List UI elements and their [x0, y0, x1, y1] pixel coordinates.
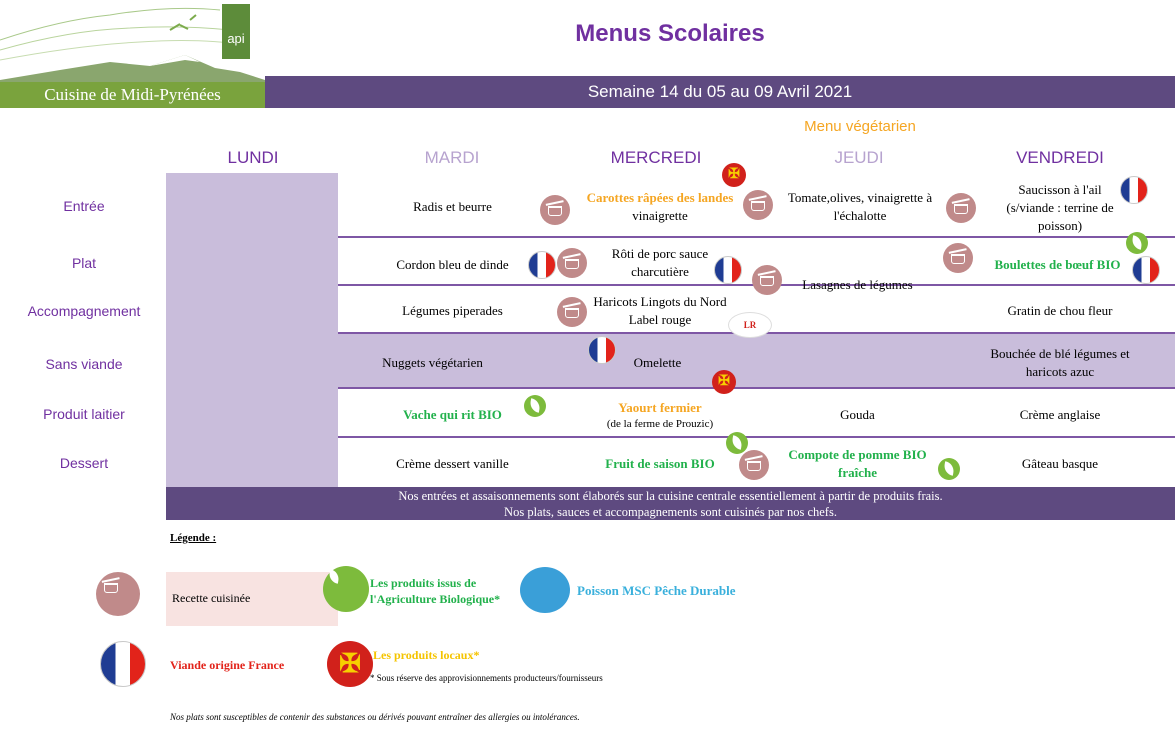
- day-jeudi: JEUDI: [834, 148, 884, 167]
- france-flag-icon: [1132, 256, 1160, 284]
- france-flag-icon: [1120, 176, 1148, 204]
- row-label-produit-laitier: Produit laitier: [43, 406, 125, 422]
- legend-locaux-label: Les produits locaux*: [373, 648, 480, 662]
- day-mercredi: MERCREDI: [610, 148, 702, 167]
- legend-title: Légende :: [170, 532, 217, 544]
- row-label-entree: Entrée: [63, 198, 105, 214]
- occitan-cross-icon: ✠: [712, 370, 736, 394]
- cooked-recipe-icon: [557, 297, 587, 327]
- mercredi-entree-title: Carottes râpées des landes: [586, 190, 734, 205]
- mardi-sans-viande: Nuggets végétarien: [382, 355, 483, 370]
- row-label-accompagnement: Accompagnement: [27, 303, 141, 319]
- jeudi-entree: Tomate,olives, vinaigrette à l'échalotte: [787, 190, 933, 223]
- page-title: Menus Scolaires: [575, 20, 765, 47]
- vendredi-dessert: Gâteau basque: [1021, 456, 1099, 471]
- mercredi-dessert: Fruit de saison BIO: [605, 456, 715, 471]
- mardi-entree: Radis et beurre: [413, 199, 492, 214]
- occitan-cross-icon: ✠: [722, 163, 746, 187]
- sans-viande-row-fill: [338, 334, 1175, 388]
- cooked-recipe-icon: [752, 265, 782, 295]
- vegetarian-note: Menu végétarien: [804, 118, 916, 135]
- occitan-cross-icon: ✠: [327, 641, 373, 687]
- organic-leaf-icon: [938, 458, 960, 480]
- jeudi-plat: Lasagnes de légumes: [802, 277, 913, 292]
- cooked-recipe-icon: [540, 195, 570, 225]
- legend-bio-label: Les produits issus de l'Agriculture Biol…: [370, 576, 501, 606]
- organic-leaf-icon: [323, 566, 369, 612]
- mercredi-sans-viande: Omelette: [633, 355, 682, 370]
- legend-msc-label: Poisson MSC Pêche Durable: [577, 583, 736, 598]
- vendredi-laitier: Crème anglaise: [1019, 407, 1101, 422]
- mercredi-laitier: Yaourt fermier (de la ferme de Prouzic): [570, 397, 750, 433]
- week-label: Semaine 14 du 05 au 09 Avril 2021: [587, 82, 853, 101]
- mercredi-laitier-title: Yaourt fermier: [618, 400, 702, 415]
- france-flag-icon: [588, 336, 616, 364]
- allergy-note: Nos plats sont susceptibles de contenir …: [170, 712, 580, 722]
- organic-leaf-icon: [524, 395, 546, 417]
- france-flag-icon: [528, 251, 556, 279]
- lundi-column-fill: [166, 173, 338, 487]
- legend-recette-box: [166, 572, 338, 626]
- info-banner: Nos entrées et assaisonnements sont élab…: [166, 487, 1175, 520]
- row-label-dessert: Dessert: [59, 455, 109, 471]
- logo-badge: api: [222, 4, 250, 59]
- info-banner-line1: Nos entrées et assaisonnements sont élab…: [398, 489, 943, 503]
- vendredi-accomp: Gratin de chou fleur: [1007, 303, 1113, 318]
- mercredi-accomp: Haricots Lingots du Nord Label rouge: [593, 294, 727, 327]
- row-label-sans-viande: Sans viande: [45, 356, 123, 372]
- mercredi-plat: Rôti de porc sauce charcutière: [611, 246, 709, 279]
- legend-reserve-note: * Sous réserve des approvisionnements pr…: [370, 673, 603, 683]
- day-vendredi: VENDREDI: [1016, 148, 1104, 167]
- cooked-recipe-icon: [557, 248, 587, 278]
- cooked-recipe-icon: [943, 243, 973, 273]
- france-flag-icon: [100, 641, 146, 687]
- info-banner-line2: Nos plats, sauces et accompagnements son…: [504, 505, 837, 519]
- mercredi-entree-sub: vinaigrette: [632, 208, 688, 223]
- organic-leaf-icon: [726, 432, 748, 454]
- cooked-recipe-icon: [946, 193, 976, 223]
- week-banner: Semaine 14 du 05 au 09 Avril 2021: [265, 76, 1175, 108]
- day-mardi: MARDI: [424, 148, 480, 167]
- day-lundi: LUNDI: [227, 148, 279, 167]
- logo: api Cuisine de Midi-Pyrénées: [0, 0, 265, 108]
- row-divider: [338, 436, 1175, 438]
- jeudi-dessert: Compote de pomme BIO fraîche: [788, 447, 927, 480]
- mardi-plat: Cordon bleu de dinde: [396, 257, 509, 272]
- msc-fish-icon: [520, 567, 570, 613]
- row-divider: [338, 387, 1175, 389]
- vendredi-sans-viande: Bouchée de blé légumes et haricots azuc: [990, 346, 1130, 379]
- cooked-recipe-icon: [739, 450, 769, 480]
- row-divider: [338, 236, 1175, 238]
- legend-recette-label: Recette cuisinée: [172, 591, 251, 605]
- vendredi-plat: Boulettes de bœuf BIO: [994, 257, 1121, 272]
- cooked-recipe-icon: [743, 190, 773, 220]
- cooked-recipe-icon: [96, 572, 140, 616]
- logo-landscape: [0, 7, 265, 82]
- row-label-plat: Plat: [71, 255, 97, 271]
- legend-viande-label: Viande origine France: [170, 658, 285, 672]
- mardi-laitier: Vache qui rit BIO: [403, 407, 502, 422]
- vendredi-entree: Saucisson à l'ail (s/viande : terrine de…: [1006, 181, 1114, 233]
- mardi-dessert: Crème dessert vanille: [396, 456, 509, 471]
- mercredi-entree: Carottes râpées des landes vinaigrette: [570, 188, 750, 226]
- mardi-accomp: Légumes piperades: [402, 303, 503, 318]
- logo-brand: Cuisine de Midi-Pyrénées: [0, 82, 265, 108]
- france-flag-icon: [714, 256, 742, 284]
- organic-leaf-icon: [1126, 232, 1148, 254]
- jeudi-laitier: Gouda: [840, 407, 875, 422]
- mercredi-laitier-sub: (de la ferme de Prouzic): [606, 418, 714, 430]
- label-rouge-icon: LR: [728, 312, 772, 338]
